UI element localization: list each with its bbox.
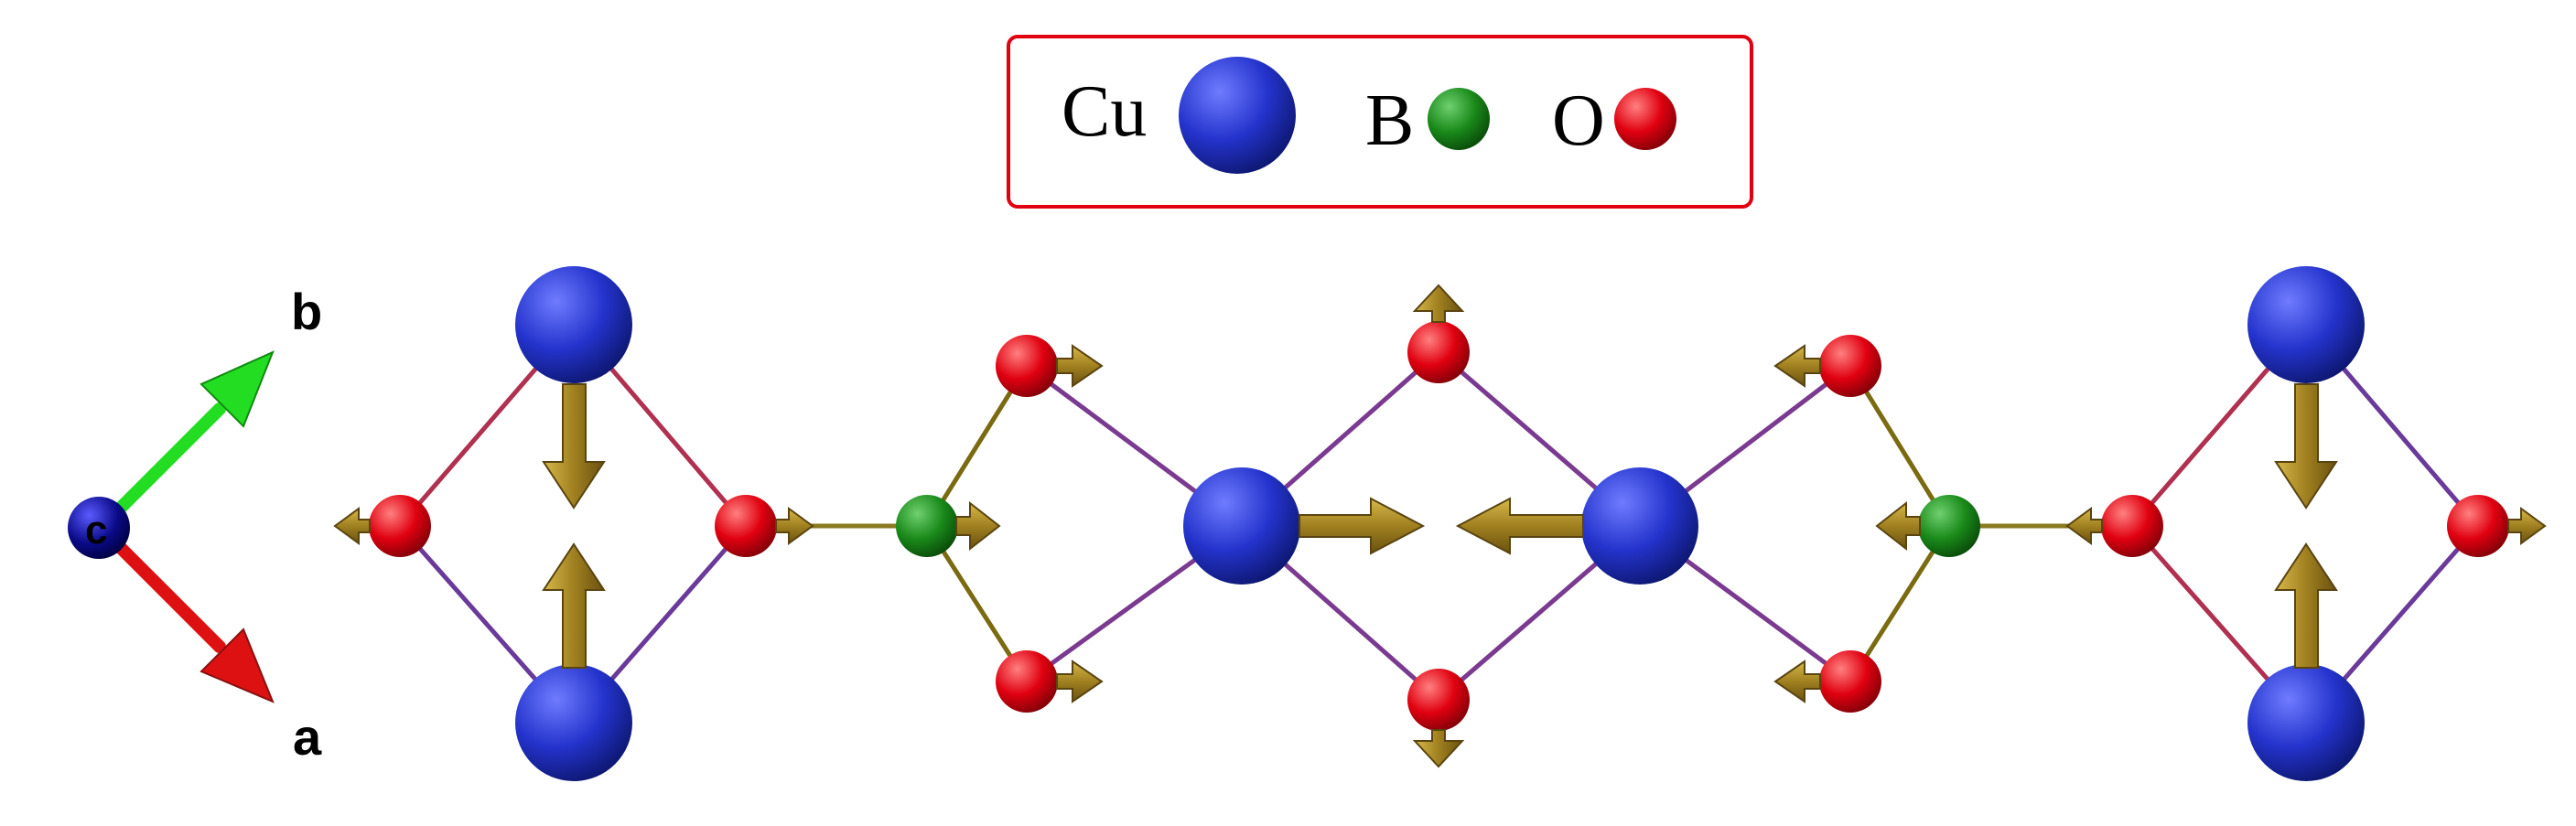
spin-arrow-left: [2065, 507, 2103, 545]
legend-label-cu: Cu: [1062, 71, 1147, 152]
legend-label-b: B: [1365, 80, 1414, 161]
b-atom: [896, 495, 958, 557]
o-atom: [996, 650, 1058, 713]
o-atom: [715, 495, 777, 557]
o-atom: [1819, 335, 1881, 397]
c-axis-origin: [68, 497, 130, 559]
spin-arrow-right: [1056, 344, 1104, 388]
spin-arrow-right: [1056, 660, 1104, 703]
legend: Cu B O: [1007, 35, 1753, 209]
spin-arrow-left: [1773, 344, 1821, 388]
spin-arrow-down: [542, 383, 606, 510]
spin-arrow-down: [1412, 729, 1465, 768]
o-atom: [1407, 321, 1470, 383]
o-atom: [996, 335, 1058, 397]
spin-arrow-down: [2274, 383, 2338, 510]
legend-swatch-cu: [1179, 57, 1296, 174]
spin-arrows: [333, 284, 2547, 768]
b-atom: [1918, 495, 1980, 557]
o-atom: [1819, 650, 1881, 713]
a-axis-label: a: [293, 708, 322, 766]
spin-arrow-right: [2507, 507, 2547, 545]
spin-arrow-left: [333, 507, 371, 545]
o-atom: [2447, 495, 2509, 557]
b-axis-label: b: [291, 283, 322, 340]
cu-atom: [2247, 664, 2365, 781]
bonds: [398, 323, 2480, 724]
spin-arrow-up: [542, 542, 606, 669]
cu-atom: [1183, 467, 1300, 585]
spin-arrow-left: [1875, 500, 1921, 552]
b-axis-arrowhead: [199, 350, 275, 428]
spin-arrow-right: [1299, 497, 1426, 555]
legend-label-o: O: [1552, 80, 1605, 161]
cu-atom: [515, 664, 632, 781]
spin-arrow-up: [2274, 542, 2338, 669]
cu-atom: [2247, 266, 2365, 383]
spin-arrow-right: [955, 500, 1001, 552]
bond: [924, 364, 1029, 528]
atoms: [369, 266, 2509, 781]
spin-arrow-left: [1455, 497, 1584, 555]
spin-arrow-left: [1773, 660, 1821, 703]
cu-atom: [515, 266, 632, 383]
spin-arrow-up: [1412, 284, 1465, 323]
axis-triad: c b a: [68, 283, 322, 766]
bond: [1848, 364, 1952, 528]
o-atom: [1407, 669, 1470, 731]
o-atom: [2101, 495, 2163, 557]
cu-atom: [1581, 467, 1698, 585]
c-axis-label: c: [85, 508, 107, 552]
a-axis-arrowhead: [199, 628, 275, 703]
legend-swatch-b: [1428, 88, 1490, 150]
o-atom: [369, 495, 431, 557]
spin-arrow-right: [775, 507, 814, 545]
legend-swatch-o: [1614, 88, 1676, 150]
